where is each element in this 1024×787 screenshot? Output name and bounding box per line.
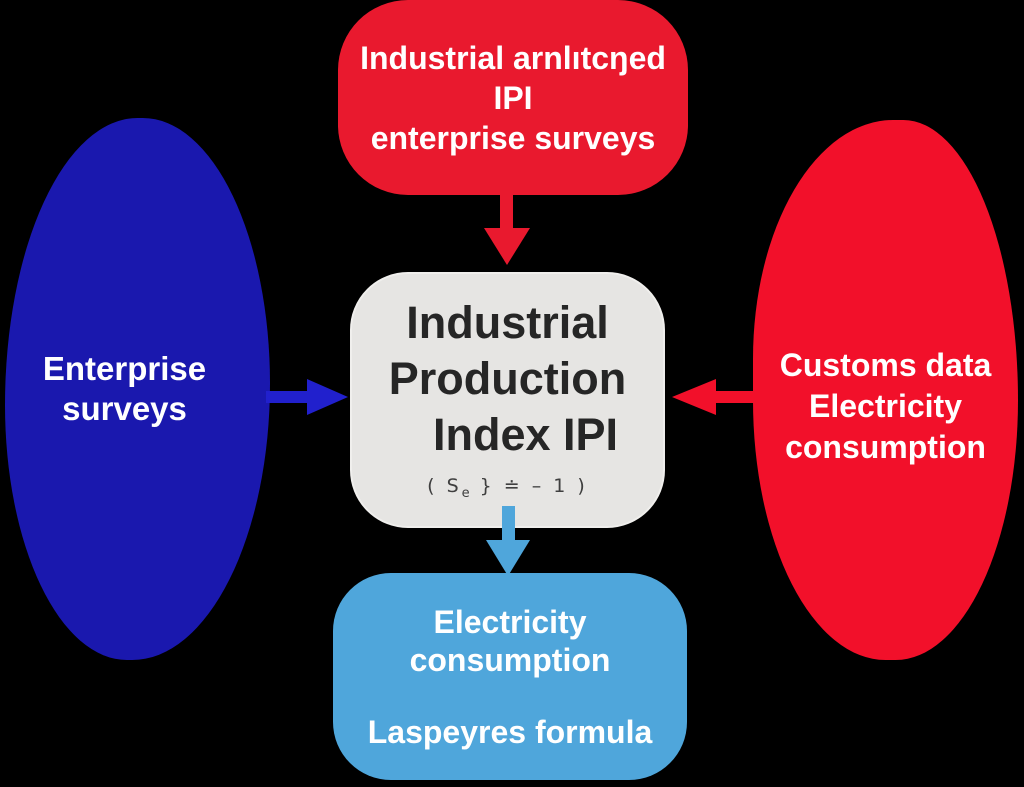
ipi-formula: ( Se } ≐ – 1 ) [427,475,588,505]
right-source-line-2: Electricity [809,387,962,424]
bottom-target-line-3: Laspeyres formula [367,713,653,750]
arrow-top-head [484,228,530,265]
node-bottom-target: Electricity consumption Laspeyres formul… [333,573,687,780]
bottom-target-line-2: consumption [409,641,611,678]
arrow-top-stem [500,194,513,228]
right-source-line-3: consumption [785,428,986,465]
center-line-1: Industrial [406,297,609,349]
arrow-left-head [307,379,348,415]
formula-subscript: e [461,485,471,501]
arrow-left-stem [266,391,308,403]
top-source-line-3: enterprise surveys [370,119,656,156]
center-line-3: Index IPI [432,409,619,461]
top-source-line-2: IPI [493,79,533,116]
arrow-right-head [672,379,716,415]
left-source-line-1: Enterprise [42,350,207,387]
arrow-right-stem [714,391,756,403]
node-top-source: Industrial arnlıtcŋed IPI enterprise sur… [338,0,688,195]
left-source-line-2: surveys [62,390,187,427]
bottom-target-line-1: Electricity [433,603,587,640]
formula-open: ( S [427,475,462,498]
right-source-line-1: Customs data [779,346,992,383]
node-center-ipi: Industrial Production Index IPI ( Se } ≐… [350,272,665,528]
arrow-bottom-stem [502,506,515,541]
arrow-bottom-head [486,540,530,576]
node-left-source: Enterprise surveys [5,118,270,660]
top-source-line-1: Industrial arnlıtcŋed [360,39,666,76]
node-right-source: Customs data Electricity consumption [753,120,1018,660]
formula-rest: } ≐ – 1 ) [470,475,588,498]
center-line-2: Production [388,353,627,405]
